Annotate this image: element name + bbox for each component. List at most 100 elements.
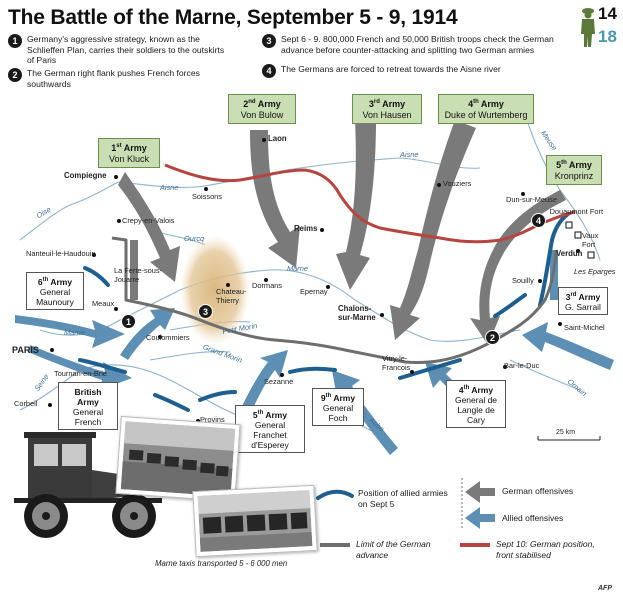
- centenary-logo: 14 18: [578, 4, 620, 50]
- german-army-5: 5th Army Kronprinz: [546, 155, 602, 185]
- place-vaux: Vaux Fort: [582, 231, 599, 249]
- legend-german-arrow-swatch: [465, 481, 495, 503]
- note-1-number: 1: [8, 34, 22, 48]
- allied-positions: [78, 212, 570, 412]
- legend-german-position-swatch: [460, 543, 490, 547]
- legend-german-limit-label: Limit of the German advance: [356, 539, 431, 560]
- german-army-3: 3rd Army Von Hausen: [352, 94, 422, 124]
- german-position-line: [164, 163, 576, 244]
- map-title: The Battle of the Marne, September 5 - 9…: [8, 6, 458, 29]
- place-douaumont: Douaumont Fort: [549, 207, 603, 216]
- note-3: 3 Sept 6 - 9. 800,000 French and 50,000 …: [262, 34, 582, 68]
- place-coulommiers: Coulommiers: [146, 333, 190, 342]
- place-eparges: Les Eparges: [574, 267, 616, 276]
- city-dot-chalons: [380, 313, 384, 317]
- place-vitry: Vitry-le-Francois: [382, 354, 411, 372]
- legend-symbols: [316, 478, 495, 547]
- allied-position-5th-a: [153, 393, 190, 412]
- place-paris: PARIS: [12, 345, 39, 355]
- place-nanteuil: Nanteuil-le-Haudouin: [26, 249, 96, 258]
- photo-taxi-convoy-image: [120, 421, 236, 497]
- city-dot-paris: [50, 348, 54, 352]
- note-3-text: Sept 6 - 9. 800,000 French and 50,000 Br…: [281, 34, 554, 55]
- taxi-caption: Marne taxis transported 5 - 6 000 men: [155, 559, 288, 568]
- city-dot-sezanne: [280, 373, 284, 377]
- place-epernay: Epernay: [300, 287, 328, 296]
- allied-army-9th-commander: General Foch: [322, 402, 354, 423]
- place-meaux: Meaux: [92, 299, 115, 308]
- marker-1: 1: [121, 314, 136, 329]
- place-verdun: Verdun: [556, 249, 583, 258]
- place-vouziers: Vouziers: [443, 179, 472, 188]
- german-army-5-commander: Kronprinz: [554, 171, 594, 181]
- allied-army-4th-commander: General de Langle de Cary: [454, 394, 498, 425]
- city-dot-meaux: [114, 307, 118, 311]
- taxi-running-board: [14, 498, 162, 503]
- river-label-aisne-west: Aisne: [160, 183, 179, 192]
- fort-vaux: [574, 231, 582, 239]
- allied-arrow-maunoury: [15, 315, 125, 348]
- scale-label: 25 km: [556, 429, 576, 436]
- legend-allied-arrow-swatch: [465, 507, 495, 529]
- verdun-forts: [565, 221, 595, 259]
- place-reims: Reims: [294, 224, 318, 233]
- note-1-text: Germany's aggressive strategy, known as …: [27, 34, 225, 65]
- river-ornain: [509, 359, 581, 391]
- river-label-marne-east: Marne: [287, 264, 308, 273]
- place-corbeil: Corbeil: [14, 399, 38, 408]
- note-4-number: 4: [262, 64, 276, 78]
- german-arrow-4th: [390, 120, 476, 340]
- river-aisne: [117, 157, 481, 189]
- allied-position-6th: [83, 266, 110, 287]
- allied-army-6th-commander: General Maunoury: [36, 286, 74, 307]
- logo-year-start: 14: [598, 4, 617, 23]
- allied-army-5th: 5th Army General Franchet d'Esperey: [235, 405, 305, 453]
- river-label-marne-west: Marne: [64, 328, 85, 337]
- allied-arrow-sarrail: [522, 322, 614, 370]
- legend-allied-position-swatch: [316, 489, 354, 500]
- city-dot-reims: [320, 228, 324, 232]
- german-arrow-1st: [118, 172, 180, 282]
- legend-german-limit-swatch: [320, 543, 350, 547]
- note-3-number: 3: [262, 34, 276, 48]
- german-limit-line: [111, 236, 558, 364]
- city-dot-verdun: [576, 249, 580, 253]
- city-dot-epernay: [326, 285, 330, 289]
- place-crepy: Crepy-en-Valois: [122, 216, 175, 225]
- river-seine: [19, 364, 251, 421]
- city-dot-barleduc: [503, 365, 507, 369]
- german-army-4: 4th Army Duke of Wurtemberg: [438, 94, 534, 124]
- taxi-window-2: [62, 444, 86, 466]
- photo-taxi-convoy: [115, 415, 241, 503]
- german-army-1: 1st Army Von Kluck: [98, 138, 160, 168]
- legend-allied-positions-label: Position of allied armies on Sept 5: [358, 488, 448, 509]
- city-dot-soissons: [204, 187, 208, 191]
- taxi-roof: [24, 432, 96, 438]
- city-dot-coulommiers: [158, 335, 162, 339]
- river-oise: [19, 181, 119, 241]
- allied-army-9th: 9th Army General Foch: [312, 388, 364, 426]
- note-2-number: 2: [8, 68, 22, 82]
- river-grand-morin: [149, 351, 231, 361]
- city-dot-dun: [521, 192, 525, 196]
- river-label-ourcq: Ourcq: [184, 234, 205, 243]
- note-4-text: The Germans are forced to retreat toward…: [281, 64, 501, 74]
- german-offensives: [118, 120, 566, 345]
- allied-army-6th: 6th Army General Maunoury: [26, 272, 84, 310]
- place-dormans: Dormans: [252, 281, 282, 290]
- city-dot-souilly: [538, 279, 542, 283]
- marker-3: 3: [198, 304, 213, 319]
- city-dot-nanteuil: [92, 253, 96, 257]
- city-dot-vitry: [410, 370, 414, 374]
- allied-army-5th-commander: General Franchet d'Esperey: [251, 419, 289, 450]
- place-provins: Provins: [200, 415, 225, 424]
- allied-army-british: British Army General French: [58, 382, 118, 430]
- german-arrow-sw: [130, 240, 138, 300]
- fort-douaumont: [565, 221, 573, 229]
- place-barleduc: Bar-le-Duc: [504, 361, 540, 370]
- photo-taxi-parked: [192, 484, 318, 558]
- allied-army-3rd: 3rd Army G. Sarrail: [558, 287, 608, 315]
- german-arrow-2nd: [250, 130, 300, 268]
- scale-bar: [537, 436, 601, 441]
